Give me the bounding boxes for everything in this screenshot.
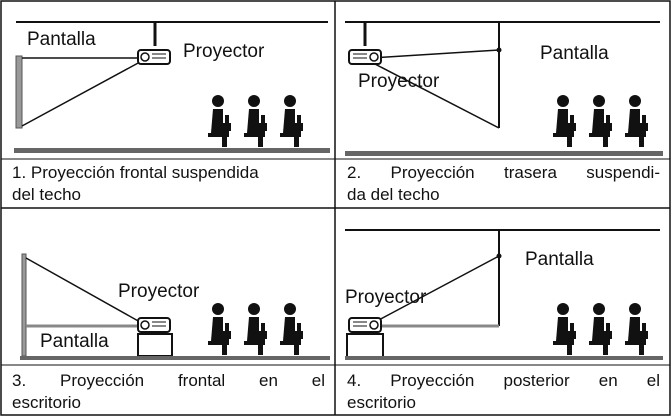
caption-line-2: da del techo [347,185,440,204]
panel-front-desk: Proyector Pantalla 3. Proyección frontal… [0,208,335,416]
diagram-front-ceiling [14,21,330,153]
floor-line [20,356,330,360]
caption: 2. Proyección trasera suspendi- da del t… [347,162,660,206]
projector-label: Proyector [345,287,427,308]
floor-line [345,151,663,156]
desk-icon [137,333,173,357]
projection-beam [374,255,500,323]
projector-label: Proyector [118,281,200,302]
projection-beam [370,61,500,129]
screen-label: Pantalla [540,43,609,64]
panel-front-ceiling: Pantalla Proyector 1. Proyección frontal… [0,0,335,208]
audience-icon [208,95,303,147]
floor-line [14,148,330,153]
diagram-rear-desk [345,229,663,360]
caption-line-2: escritorio [347,393,416,412]
screen-label: Pantalla [27,29,96,50]
desk-icon [346,333,384,359]
caption: 1. Proyección frontal suspendida del tec… [12,162,325,206]
screen-shape [21,253,27,357]
projector-label: Proyector [358,71,440,92]
panel-rear-desk: Pantalla Proyector 4. Proyección posteri… [335,208,670,416]
screen-label: Pantalla [40,331,109,352]
projector-icon [137,49,171,65]
screen-label: Pantalla [525,249,594,270]
audience-icon [553,95,648,147]
diagram-rear-ceiling [345,21,663,156]
projector-icon [348,317,382,333]
audience-icon [553,303,648,355]
audience-icon [208,303,303,355]
screen-shape [15,55,23,129]
floor-line [345,356,663,360]
caption-line-2: del techo [12,185,81,204]
panel-rear-ceiling: Pantalla Proyector 2. Proyección trasera… [335,0,670,208]
projector-icon [137,317,171,333]
caption: 3. Proyección frontal en el escritorio [12,370,325,414]
projection-beam [25,257,141,323]
caption-line-1: 1. Proyección frontal suspendida [12,163,259,182]
projector-icon [348,49,382,65]
caption-line-2: escritorio [12,393,81,412]
caption-line-1: 4. Proyección posterior en el [347,371,660,390]
caption-line-1: 2. Proyección trasera suspendi- [347,163,660,182]
caption-line-1: 3. Proyección frontal en el [12,371,325,390]
caption: 4. Proyección posterior en el escritorio [347,370,660,414]
diagram-front-desk [20,253,330,360]
projection-beam [21,61,141,127]
projector-label: Proyector [183,41,265,62]
